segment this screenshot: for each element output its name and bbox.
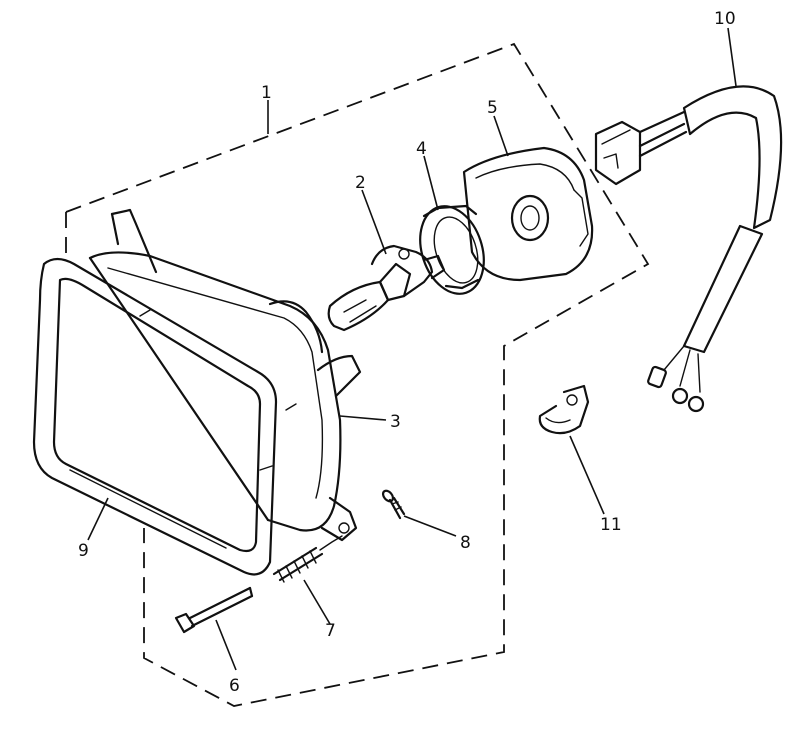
leader-2	[361, 189, 387, 255]
bolt-part	[174, 586, 254, 634]
screw-part	[381, 489, 406, 520]
callout-3: 3	[390, 412, 401, 432]
leader-7	[303, 579, 331, 625]
callout-2: 2	[355, 173, 366, 193]
wiring-harness-part	[594, 85, 783, 413]
leader-10	[727, 27, 737, 87]
callout-1: 1	[261, 83, 272, 103]
leader-8	[403, 515, 457, 537]
callout-11: 11	[600, 515, 622, 535]
callout-10: 10	[714, 9, 736, 29]
callout-4: 4	[416, 139, 427, 159]
dust-cover-part	[462, 146, 594, 282]
leader-3	[339, 415, 387, 421]
cable-clamp-part	[538, 384, 590, 435]
leader-9	[87, 497, 109, 541]
bulb-part	[327, 244, 446, 332]
headlight-unit-part	[88, 208, 362, 542]
callout-7: 7	[325, 621, 336, 641]
leader-6	[215, 619, 237, 671]
retaining-ring-part	[419, 204, 485, 295]
leader-5	[493, 115, 509, 157]
rim-bezel-part	[32, 257, 278, 576]
callout-8: 8	[460, 533, 471, 553]
callout-5: 5	[487, 98, 498, 118]
callout-6: 6	[229, 676, 240, 696]
leader-11	[569, 435, 605, 515]
callout-9: 9	[78, 541, 89, 561]
spring-part	[272, 535, 343, 583]
leader-4	[423, 155, 439, 211]
assembly-boundary-upper	[65, 42, 650, 707]
